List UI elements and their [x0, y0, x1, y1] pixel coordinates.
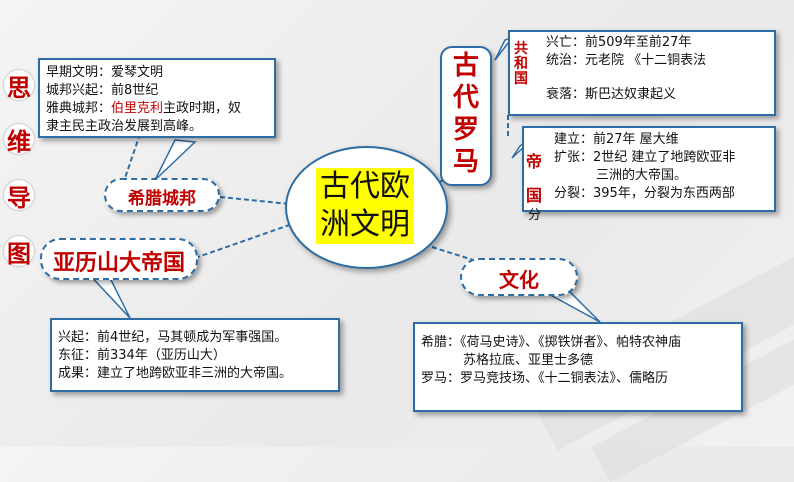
- greek-info-box: 早期文明：爱琴文明 城邦兴起：前8世纪 雅典城邦：伯里克利主政时期，奴 隶主民主…: [38, 58, 276, 138]
- rome-label-box: [440, 46, 492, 186]
- republic-info-box: 兴亡：前509年至前27年 统治：元老院 《十二铜表法 衰落：斯巴达奴隶起义: [508, 30, 776, 116]
- greek-line: 早期文明：爱琴文明: [46, 65, 164, 80]
- alexander-label: 亚历山大帝国: [52, 251, 185, 276]
- empire-info-box: 建立：前27年 屋大维 扩张：2世纪 建立了地跨欧亚非 三洲的大帝国。 分裂：3…: [522, 126, 776, 212]
- greek-line: 城邦兴起：前8世纪: [46, 83, 159, 98]
- empire-split-lead: 分: [528, 208, 542, 223]
- culture-label-box: [460, 258, 578, 296]
- culture-line: 希腊：《荷马史诗》、《掷铁饼者》、帕特农神庙: [421, 335, 682, 350]
- alexander-line: 兴起：前4世纪，马其顿成为军事强国。: [58, 330, 288, 345]
- greek-label: 希腊城邦: [128, 189, 196, 209]
- side-title-char: 导: [4, 180, 34, 212]
- rome-label: 古 代 罗 马: [452, 51, 479, 177]
- greek-line: 隶主民主政治发展到高峰。: [46, 119, 203, 134]
- pericles-highlight: 伯里克利: [111, 101, 164, 116]
- empire-line: 三洲的大帝国。: [596, 168, 688, 183]
- alexander-line: 成果：建立了地跨欧亚非三洲的大帝国。: [58, 366, 293, 381]
- alexander-line: 东征：前334年（亚历山大）: [58, 348, 226, 363]
- republic-line: 衰落：斯巴达奴隶起义: [546, 87, 677, 102]
- greek-label-box: [104, 178, 220, 212]
- republic-line: 统治：元老院 《十二铜表法: [546, 53, 707, 68]
- empire-line: 扩张：2世纪 建立了地跨欧亚非: [554, 150, 736, 165]
- side-title-char: 维: [4, 124, 34, 156]
- greek-line: 雅典城邦：伯里克利主政时期，奴: [46, 101, 242, 116]
- alexander-info-box: 兴起：前4世纪，马其顿成为军事强国。 东征：前334年（亚历山大） 成果：建立了…: [50, 318, 340, 392]
- empire-line: 建立：前27年 屋大维: [554, 132, 679, 147]
- alexander-label-box: [40, 238, 198, 280]
- culture-label: 文化: [499, 268, 539, 292]
- side-title-char: 图: [4, 236, 34, 268]
- culture-info-box: 希腊：《荷马史诗》、《掷铁饼者》、帕特农神庙 苏格拉底、亚里士多德 罗马：罗马竞…: [413, 322, 743, 412]
- center-title: 古代欧 洲文明: [316, 168, 414, 244]
- republic-line: 兴亡：前509年至前27年: [546, 35, 692, 50]
- culture-line: 罗马：罗马竞技场、《十二铜表法》、儒略历: [421, 371, 669, 386]
- culture-line: 苏格拉底、亚里士多德: [463, 353, 594, 368]
- side-title-char: 思: [4, 70, 34, 102]
- empire-line: 分裂：395年，分裂为东西两部: [554, 186, 735, 201]
- republic-label: 共 和 国: [514, 41, 528, 87]
- empire-label: 帝 国: [526, 152, 543, 205]
